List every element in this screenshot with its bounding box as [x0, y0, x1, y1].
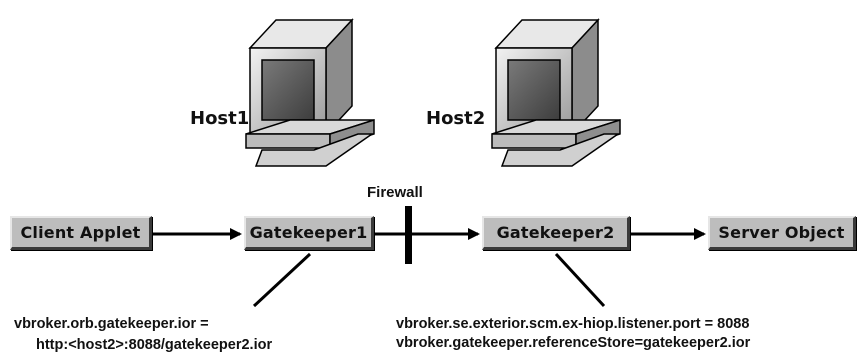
- gatekeeper1-node: Gatekeeper1: [244, 216, 374, 250]
- gatekeeper1-config-line1: vbroker.orb.gatekeeper.ior =: [14, 316, 209, 332]
- client-applet-node: Client Applet: [10, 216, 152, 250]
- leader-gatekeeper2: [554, 252, 606, 308]
- gatekeeper2-config-line1: vbroker.se.exterior.scm.ex-hiop.listener…: [396, 316, 750, 332]
- gatekeeper2-config-line2: vbroker.gatekeeper.referenceStore=gateke…: [396, 335, 751, 351]
- host1-label: Host1: [190, 108, 250, 129]
- server-object-node: Server Object: [708, 216, 856, 250]
- computer-icon-host2: [491, 18, 621, 167]
- gatekeeper2-node: Gatekeeper2: [482, 216, 630, 250]
- gatekeeper1-config-line2: http:<host2>:8088/gatekeeper2.ior: [36, 337, 273, 353]
- leader-gatekeeper1: [252, 252, 312, 308]
- firewall-label: Firewall: [367, 184, 423, 201]
- host2-label: Host2: [426, 108, 486, 129]
- computer-icon-host1: [245, 18, 375, 167]
- firewall-bar: [405, 206, 412, 264]
